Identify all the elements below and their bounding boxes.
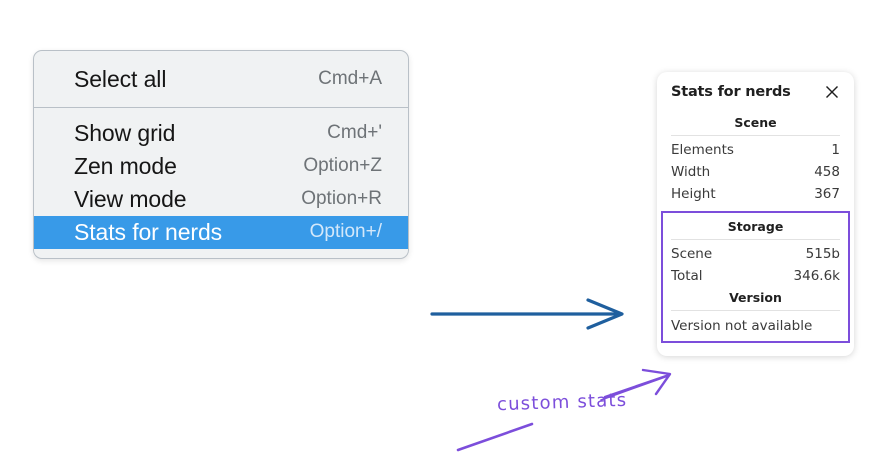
custom-stats-frame: Storage Scene 515b Total 346.6k Version … bbox=[661, 211, 850, 343]
stat-key: Scene bbox=[671, 246, 713, 262]
version-section: Version Version not available bbox=[671, 287, 840, 335]
scene-section: Scene Elements 1 Width 458 Height 367 bbox=[671, 114, 840, 205]
stat-value: 346.6k bbox=[793, 268, 840, 284]
stat-row-storage-total: Total 346.6k bbox=[671, 265, 840, 287]
version-heading: Version bbox=[729, 290, 782, 305]
menu-divider bbox=[34, 107, 408, 108]
close-icon[interactable] bbox=[824, 84, 840, 100]
stat-value: 1 bbox=[831, 142, 840, 158]
stats-panel-header: Stats for nerds bbox=[671, 84, 840, 100]
storage-heading: Storage bbox=[727, 219, 784, 234]
stat-value: 515b bbox=[805, 246, 840, 262]
menu-item-shortcut: Cmd+A bbox=[318, 68, 382, 89]
divider bbox=[671, 239, 840, 240]
stat-key: Width bbox=[671, 164, 711, 180]
stat-row-storage-scene: Scene 515b bbox=[671, 243, 840, 265]
menu-item-view-mode[interactable]: View mode Option+R bbox=[34, 183, 408, 216]
divider bbox=[671, 135, 840, 136]
menu-item-shortcut: Cmd+' bbox=[327, 122, 382, 143]
stat-key: Elements bbox=[671, 142, 734, 158]
storage-section: Storage Scene 515b Total 346.6k bbox=[671, 216, 840, 287]
version-value: Version not available bbox=[671, 318, 813, 334]
panel-title: Stats for nerds bbox=[671, 84, 791, 100]
purple-arrow-icon-upper bbox=[600, 368, 672, 401]
handwritten-note: custom stats bbox=[496, 389, 628, 416]
context-menu: Select all Cmd+A Show grid Cmd+' Zen mod… bbox=[33, 50, 409, 259]
menu-item-label: Zen mode bbox=[74, 152, 177, 179]
stats-for-nerds-panel: Stats for nerds Scene Elements 1 Width 4… bbox=[657, 72, 854, 356]
menu-section-2: Show grid Cmd+' Zen mode Option+Z View m… bbox=[34, 108, 408, 258]
menu-item-shortcut: Option+Z bbox=[303, 155, 382, 176]
menu-section-1: Select all Cmd+A bbox=[34, 51, 408, 107]
menu-item-label: Show grid bbox=[74, 119, 176, 146]
scene-heading: Scene bbox=[734, 115, 777, 130]
stat-row-width: Width 458 bbox=[671, 161, 840, 183]
stat-value: 458 bbox=[814, 164, 840, 180]
menu-item-shortcut: Option+/ bbox=[309, 221, 382, 242]
menu-item-label: Stats for nerds bbox=[74, 218, 223, 245]
stat-row-height: Height 367 bbox=[671, 183, 840, 205]
menu-item-label: Select all bbox=[74, 65, 167, 92]
purple-underline-stroke bbox=[456, 422, 534, 452]
menu-item-zen-mode[interactable]: Zen mode Option+Z bbox=[34, 150, 408, 183]
stat-key: Total bbox=[671, 268, 703, 284]
blue-arrow-icon bbox=[430, 298, 624, 330]
menu-item-stats-for-nerds[interactable]: Stats for nerds Option+/ bbox=[34, 216, 408, 249]
menu-item-shortcut: Option+R bbox=[301, 188, 382, 209]
stat-row-elements: Elements 1 bbox=[671, 139, 840, 161]
stat-key: Height bbox=[671, 186, 716, 202]
menu-item-label: View mode bbox=[74, 185, 187, 212]
stat-value: 367 bbox=[814, 186, 840, 202]
menu-item-show-grid[interactable]: Show grid Cmd+' bbox=[34, 117, 408, 150]
menu-item-select-all[interactable]: Select all Cmd+A bbox=[34, 63, 408, 96]
divider bbox=[671, 310, 840, 311]
